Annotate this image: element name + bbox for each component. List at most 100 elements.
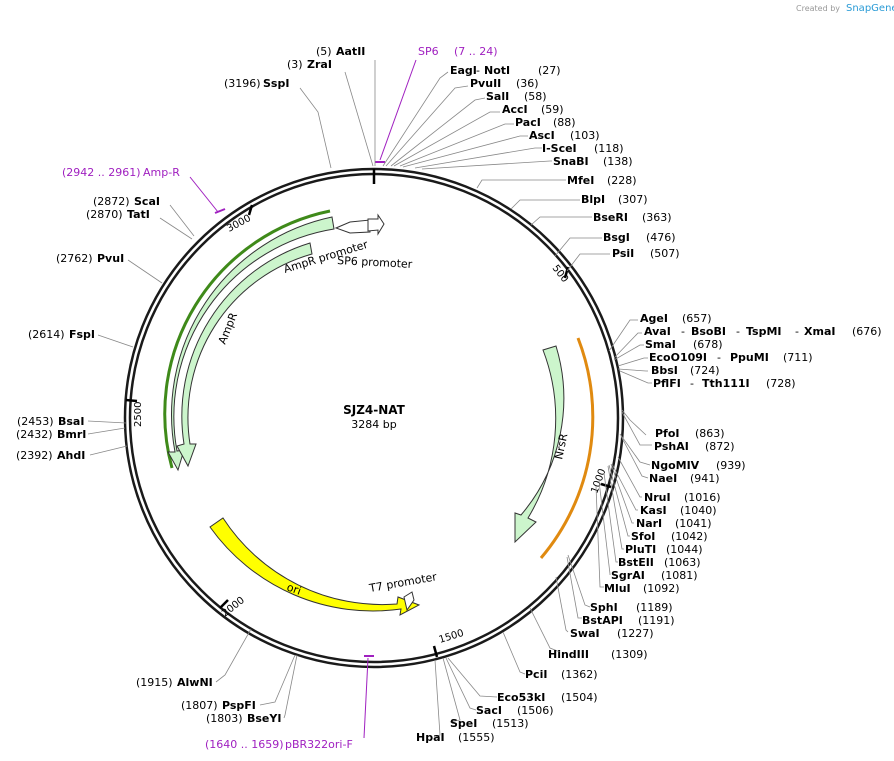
bstapi-label[interactable]: BstAPI: [582, 614, 623, 627]
blpi-pos: (307): [618, 193, 648, 206]
pbr322ori-f-primer-leader: [363, 657, 369, 739]
pvuii-label[interactable]: PvuII: [470, 77, 501, 90]
bsteii-label[interactable]: BstEII: [618, 556, 654, 569]
pshai-pos: (872): [705, 440, 735, 453]
ahdi-label[interactable]: AhdI: [57, 449, 85, 462]
sspi-label[interactable]: SspI: [263, 77, 289, 90]
avai-label[interactable]: AvaI: [644, 325, 671, 338]
pspfi-label[interactable]: PspFI: [222, 699, 256, 712]
eco0109i-label[interactable]: EcoO109I: [649, 351, 707, 364]
asci-label[interactable]: AscI: [529, 129, 555, 142]
hindiii-label[interactable]: HindIII: [548, 648, 589, 661]
pcii-label[interactable]: PciI: [525, 668, 547, 681]
ngomiv-label[interactable]: NgoMIV: [651, 459, 700, 472]
aatii-label[interactable]: AatII: [336, 45, 365, 58]
agei-label[interactable]: AgeI: [640, 312, 668, 325]
tth111i-label[interactable]: Tth111I: [702, 377, 750, 390]
bseyi-pos: (1803): [206, 712, 243, 725]
bsgi-label[interactable]: BsgI: [603, 231, 630, 244]
saci-label[interactable]: SacI: [476, 704, 502, 717]
eagi-label[interactable]: EagI: [450, 64, 477, 77]
bbsi-pos: (724): [690, 364, 720, 377]
t7-promoter-arrow[interactable]: [403, 591, 415, 612]
hpai-pos: (1555): [458, 731, 495, 744]
alwni-pos: (1915): [136, 676, 173, 689]
mfei-label[interactable]: MfeI: [567, 174, 594, 187]
smai-label[interactable]: SmaI: [645, 338, 676, 351]
noti-label[interactable]: NotI: [484, 64, 510, 77]
pflfi-label[interactable]: PflFI: [653, 377, 681, 390]
ppumi-label[interactable]: PpuMI: [730, 351, 769, 364]
bmri-label[interactable]: BmrI: [57, 428, 86, 441]
sp6-primer-name[interactable]: SP6: [418, 45, 439, 58]
kasi-pos: (1040): [680, 504, 717, 517]
pvui-label[interactable]: PvuI: [97, 252, 124, 265]
pbr322ori-f-primer-name[interactable]: pBR322ori-F: [285, 738, 353, 751]
blpi-label[interactable]: BlpI: [581, 193, 605, 206]
scai-label[interactable]: ScaI: [134, 195, 160, 208]
asci-pos: (103): [570, 129, 600, 142]
pluti-label[interactable]: PluTI: [625, 543, 656, 556]
xmai-label[interactable]: XmaI: [804, 325, 835, 338]
spei-label[interactable]: SpeI: [450, 717, 477, 730]
bsai-label[interactable]: BsaI: [58, 415, 84, 428]
pfoi-label[interactable]: PfoI: [655, 427, 680, 440]
fspi-label[interactable]: FspI: [69, 328, 95, 341]
bbsi-label[interactable]: BbsI: [651, 364, 678, 377]
naei-label[interactable]: NaeI: [649, 472, 677, 485]
nrsr-arrow[interactable]: [514, 345, 565, 544]
plasmid-name: SJZ4-NAT: [343, 403, 406, 417]
psii-label[interactable]: PsiI: [612, 247, 634, 260]
nrui-label[interactable]: NruI: [644, 491, 671, 504]
pcii-pos: (1362): [561, 668, 598, 681]
bsobi-tspmi-separator: -: [736, 325, 740, 338]
sp6-primer-range: (7 .. 24): [454, 45, 498, 58]
hpai-label[interactable]: HpaI: [416, 731, 445, 744]
sp6-promoter-arrow[interactable]: [367, 213, 385, 236]
mlui-label[interactable]: MluI: [604, 582, 631, 595]
tick-label-2000: 2000: [220, 595, 247, 619]
i-scei-label[interactable]: I-SceI: [542, 142, 577, 155]
amp-r-primer-name[interactable]: Amp-R: [143, 166, 180, 179]
avai-group-pos: (676): [852, 325, 882, 338]
t7-promoter-label: T7 promoter: [367, 570, 438, 595]
sfoi-label[interactable]: SfoI: [631, 530, 655, 543]
primers: SP6 (7 .. 24) (2942 .. 2961) Amp-R (1640…: [62, 45, 498, 751]
pfoi-pos: (863): [695, 427, 725, 440]
scai-pos: (2872): [93, 195, 130, 208]
bsteii-pos: (1063): [664, 556, 701, 569]
eco53ki-label[interactable]: Eco53kI: [497, 691, 545, 704]
swai-label[interactable]: SwaI: [570, 627, 600, 640]
kasi-label[interactable]: KasI: [640, 504, 667, 517]
tspmi-label[interactable]: TspMI: [746, 325, 782, 338]
eco0109i-ppumi-separator: -: [717, 351, 721, 364]
tati-label[interactable]: TatI: [127, 208, 150, 221]
tick-label-1500: 1500: [438, 628, 466, 646]
ampr-promoter-arrow[interactable]: [334, 219, 371, 234]
bsai-pos: (2453): [17, 415, 54, 428]
paci-label[interactable]: PacI: [515, 116, 541, 129]
ngomiv-pos: (939): [716, 459, 746, 472]
pflfi-tth111i-pos: (728): [766, 377, 796, 390]
pshai-label[interactable]: PshAI: [654, 440, 689, 453]
ampr-inner-arrow[interactable]: [176, 242, 313, 468]
bsobi-label[interactable]: BsoBI: [691, 325, 726, 338]
i-scei-pos: (118): [594, 142, 624, 155]
sphi-label[interactable]: SphI: [590, 601, 618, 614]
acci-label[interactable]: AccI: [502, 103, 528, 116]
ori-arrow[interactable]: [209, 517, 421, 616]
sgrai-label[interactable]: SgrAI: [611, 569, 645, 582]
alwni-label[interactable]: AlwNI: [177, 676, 213, 689]
aatii-pos: (5): [316, 45, 332, 58]
zrai-label[interactable]: ZraI: [307, 58, 332, 71]
amp-r-primer-mark: [214, 208, 226, 214]
ampr-arrow[interactable]: [167, 216, 335, 472]
enzyme-leaders: [87, 60, 652, 738]
sali-label[interactable]: SalI: [486, 90, 509, 103]
bseyi-label[interactable]: BseYI: [247, 712, 281, 725]
bseri-label[interactable]: BseRI: [593, 211, 628, 224]
snabi-label[interactable]: SnaBI: [553, 155, 589, 168]
agei-pos: (657): [682, 312, 712, 325]
nari-label[interactable]: NarI: [636, 517, 662, 530]
